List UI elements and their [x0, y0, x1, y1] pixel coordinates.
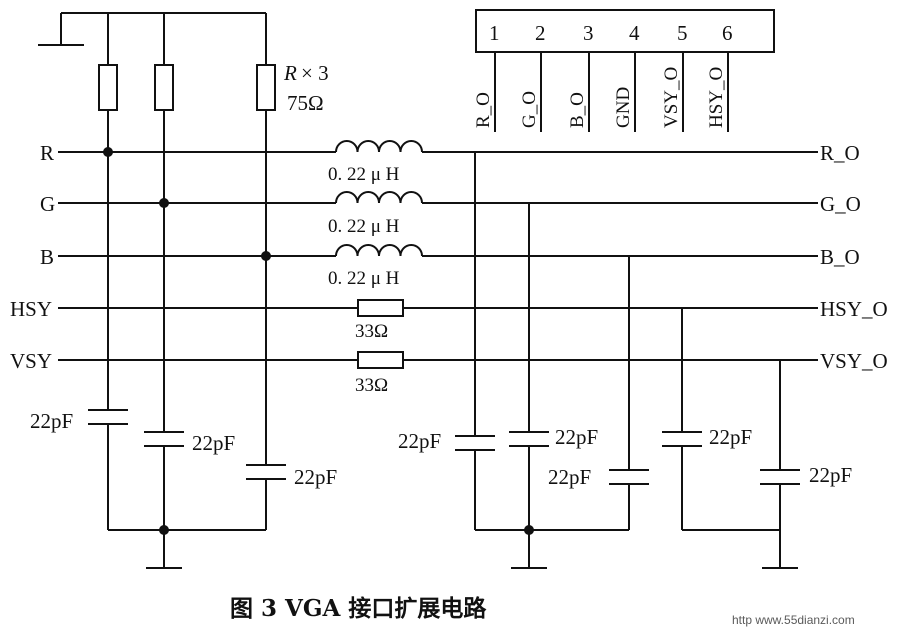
output-capacitors [455, 152, 800, 569]
output-label-g: G_O [820, 192, 861, 216]
inductor-b [335, 244, 423, 257]
input-label-vsy: VSY [10, 349, 52, 373]
signal-lines [58, 151, 818, 361]
cap-label-2: 22pF [192, 431, 235, 455]
input-label-b: B [40, 245, 54, 269]
pin-number-1: 1 [489, 21, 500, 45]
watermark: http www.55dianzi.com [732, 613, 855, 627]
input-label-r: R [40, 141, 54, 165]
input-label-hsy: HSY [10, 297, 52, 321]
pin-name-1: R_O [473, 92, 494, 128]
vga-connector [475, 9, 775, 132]
pin-number-2: 2 [535, 21, 546, 45]
series-resistor-vsy [357, 351, 404, 369]
pin-number-6: 6 [722, 21, 733, 45]
resistor-3 [256, 64, 276, 111]
resistor-note-multiplier: × 3 [301, 61, 329, 85]
cap-label-3: 22pF [294, 465, 337, 489]
inductor-r [335, 140, 423, 153]
pin-number-4: 4 [629, 21, 640, 45]
resistor-note-symbol: R [283, 61, 297, 85]
input-capacitors [88, 409, 286, 569]
cap-label-4: 22pF [398, 429, 441, 453]
junction-dot [159, 198, 169, 208]
pin-name-4: GND [613, 87, 634, 128]
resistor-value: 75Ω [287, 91, 324, 115]
junction-dot [103, 147, 113, 157]
resistor-1 [98, 64, 118, 111]
inductor-label-r: 0. 22 μ H [328, 164, 400, 185]
cap-label-7: 22pF [709, 425, 752, 449]
pin-number-5: 5 [677, 21, 688, 45]
pin-name-6: HSY_O [706, 67, 727, 128]
series-resistor-label-hsy: 33Ω [355, 321, 388, 342]
pin-name-3: B_O [567, 92, 588, 128]
output-label-hsy: HSY_O [820, 297, 888, 321]
output-label-vsy: VSY_O [820, 349, 888, 373]
series-resistor-label-vsy: 33Ω [355, 375, 388, 396]
cap-label-8: 22pF [809, 463, 852, 487]
ground-symbol-top [38, 12, 266, 46]
output-label-b: B_O [820, 245, 860, 269]
output-label-r: R_O [820, 141, 860, 165]
resistor-2 [154, 64, 174, 111]
inductor-label-b: 0. 22 μ H [328, 268, 400, 289]
series-resistor-hsy [357, 299, 404, 317]
pin-number-3: 3 [583, 21, 594, 45]
pin-name-2: G_O [519, 91, 540, 128]
figure-caption: 图 3 VGA 接口扩展电路 [230, 595, 487, 622]
cap-label-1: 22pF [30, 409, 73, 433]
junction-dot [261, 251, 271, 261]
inductor-g [335, 191, 423, 204]
input-label-g: G [40, 192, 55, 216]
cap-label-6: 22pF [548, 465, 591, 489]
inductor-label-g: 0. 22 μ H [328, 216, 400, 237]
cap-label-5: 22pF [555, 425, 598, 449]
termination-resistors [98, 13, 276, 465]
pin-name-5: VSY_O [661, 67, 682, 128]
